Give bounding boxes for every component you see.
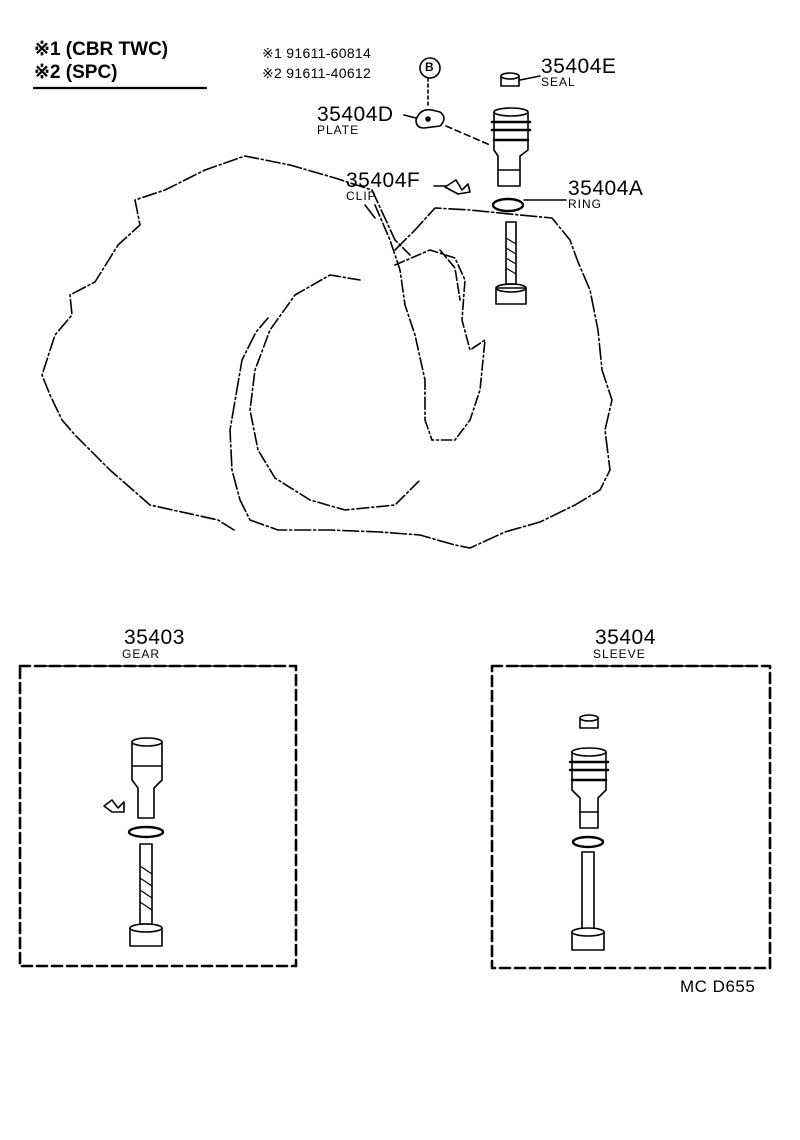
ring-name: RING: [568, 197, 602, 211]
gear-box-driven-gear-part: [129, 843, 163, 947]
callout-b-circle: [419, 57, 441, 79]
sleeve-assembly-number: 35404: [595, 626, 656, 649]
clip-part: [444, 179, 471, 195]
housing-boss: [394, 249, 486, 441]
ring-number: 35404A: [568, 177, 644, 200]
part-number-line-2: ※2 91611-40612: [262, 65, 372, 81]
bell-housing-inner-rim: [249, 274, 421, 511]
leader-plate: [403, 114, 417, 119]
clip-name: CLIP: [346, 189, 377, 203]
installed-gear-top: [495, 283, 527, 293]
legend-line-1: ※1 (CBR TWC): [34, 39, 169, 60]
housing-inner-rib: [374, 204, 433, 441]
seal-name: SEAL: [541, 75, 576, 89]
legend-line-2: ※2 (SPC): [34, 62, 118, 83]
ring-part: [491, 197, 525, 213]
part-number-line-1: ※1 91611-60814: [262, 45, 372, 61]
upper-sleeve-part: [490, 107, 532, 187]
leader-seal: [519, 75, 541, 81]
transaxle-housing-outline: [41, 155, 411, 531]
gear-assembly-number: 35403: [124, 626, 185, 649]
sleeve-box-sleeve-part: [568, 747, 610, 829]
leader-clip-down: [364, 204, 376, 219]
plate-name: PLATE: [317, 123, 360, 137]
sleeve-assembly-name: SLEEVE: [593, 647, 646, 661]
gear-box-ring-part: [127, 825, 165, 839]
installed-gear-teeth: [495, 287, 527, 305]
sleeve-box-seal-part: [579, 714, 599, 729]
clip-number: 35404F: [346, 169, 421, 192]
sleeve-box-shaft-part: [571, 851, 605, 951]
leader-plate-dash: [445, 125, 491, 146]
gear-assembly-box: [18, 664, 298, 968]
drawing-code: MC D655: [680, 977, 756, 996]
gear-assembly-name: GEAR: [122, 647, 161, 661]
plate-number: 35404D: [317, 103, 394, 126]
housing-boss-inner: [439, 249, 461, 301]
installed-gear-worm: [505, 237, 517, 275]
gear-box-clip-part: [103, 799, 125, 813]
bell-housing-flange: [229, 207, 613, 549]
callout-b-label: B: [425, 60, 434, 74]
sleeve-assembly-box: [490, 664, 772, 970]
seal-part: [500, 72, 520, 87]
sleeve-box-ring-part: [571, 835, 605, 849]
seal-number: 35404E: [541, 55, 617, 78]
gear-box-sleeve-part: [131, 737, 163, 819]
